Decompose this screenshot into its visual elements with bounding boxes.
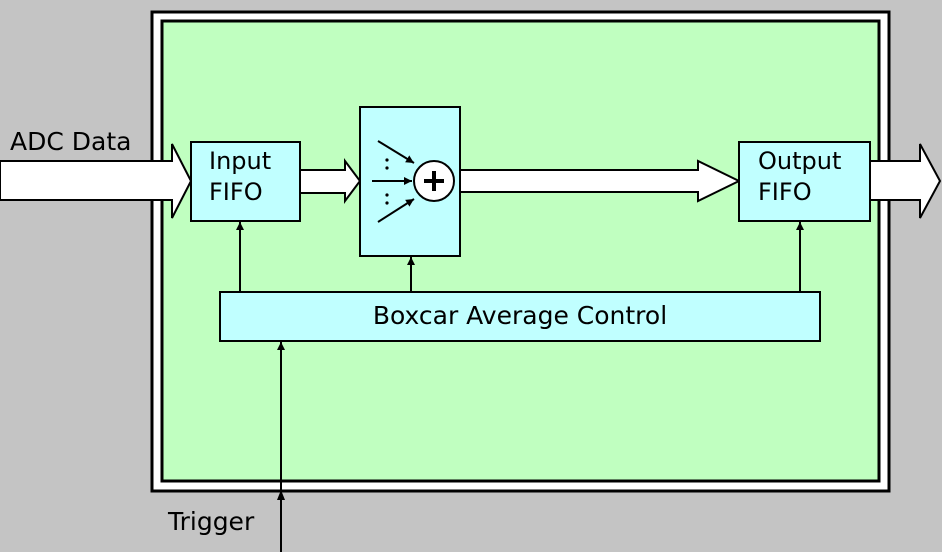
input-fifo-label: Input FIFO xyxy=(209,146,271,208)
output-fifo-label-line1: Output xyxy=(758,147,842,175)
adc-data-input-arrow xyxy=(0,143,193,219)
input-fifo-label-line2: FIFO xyxy=(209,178,263,206)
output-data-arrow xyxy=(869,143,942,219)
output-fifo-label: Output FIFO xyxy=(758,146,841,208)
boxcar-average-control-block xyxy=(219,291,821,342)
input-to-adder-arrow xyxy=(299,158,362,204)
trigger-frame-arrowhead xyxy=(277,490,285,500)
input-fifo-label-line1: Input xyxy=(209,147,272,175)
summing-junction-plus-icon xyxy=(372,140,455,223)
output-fifo-block xyxy=(738,141,871,222)
adder-to-output-arrow xyxy=(459,159,742,203)
input-fifo-block xyxy=(190,141,301,222)
boxcar-average-control-label: Boxcar Average Control xyxy=(372,301,668,330)
output-fifo-label-line2: FIFO xyxy=(758,178,812,206)
trigger-label: Trigger xyxy=(168,507,255,536)
adc-data-label: ADC Data xyxy=(10,127,132,156)
processing-board xyxy=(160,19,881,483)
